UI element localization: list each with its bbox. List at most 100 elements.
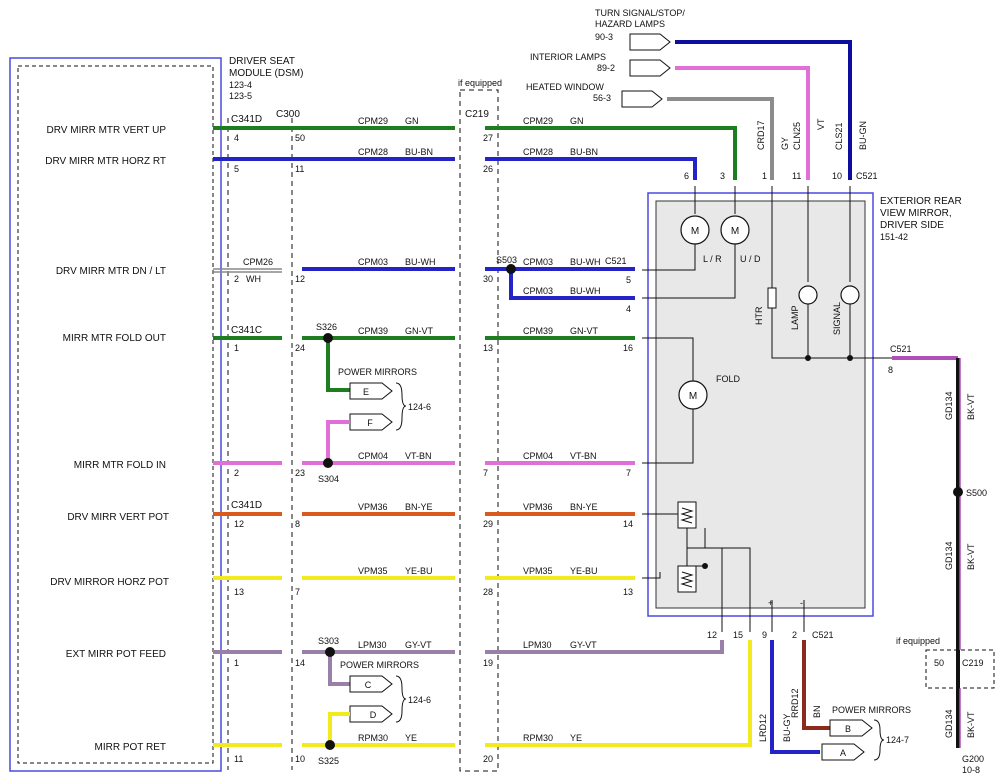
wire-cpm03-c: [509, 269, 635, 300]
wire-crd17: [667, 97, 774, 180]
crd17-code: CRD17: [756, 120, 766, 150]
cpm39-color-a: GN-VT: [405, 326, 434, 336]
pin-11: 11: [295, 164, 304, 174]
motor-ud-m: M: [731, 226, 739, 237]
cpm26-code: CPM26: [243, 257, 273, 267]
pin-13a: 13: [483, 343, 493, 353]
c341d-top-label: C341D: [231, 114, 262, 125]
vpm36-color-b: BN-YE: [570, 502, 598, 512]
dsm-pin-vert-up: DRV MIRR MTR VERT UP: [47, 125, 167, 136]
pin-5: 5: [234, 164, 239, 174]
ref-ab: 124-7: [886, 735, 909, 745]
connector-d: [349, 705, 393, 723]
fold-label: FOLD: [716, 374, 741, 384]
pin-13b: 13: [234, 587, 244, 597]
ground-node-b: [847, 355, 853, 361]
signal-bulb: [840, 285, 860, 305]
c219-if-equipped: if equipped: [896, 636, 940, 646]
crd17-color: GY: [780, 137, 790, 150]
dsm-module-box: [9, 57, 222, 772]
dsm-pin-dn-lt: DRV MIRR MTR DN / LT: [56, 266, 166, 277]
g200-ref: 10-8: [962, 765, 980, 775]
dsm-pin-vert-pot: DRV MIRR VERT POT: [67, 512, 169, 523]
connector-interior-lamps: [629, 59, 671, 77]
dsm-pin-horz-rt: DRV MIRR MTR HORZ RT: [45, 156, 166, 167]
gd134-color-a: BK-VT: [966, 393, 976, 420]
cpm28-color-a: BU-BN: [405, 147, 433, 157]
wire-cpm28-b: [485, 157, 697, 180]
htr-label: HTR: [754, 306, 764, 325]
mirror-pin-12: 12: [707, 630, 717, 640]
lpm30-color-a: GY-VT: [405, 640, 432, 650]
s500-label: S500: [966, 488, 987, 498]
connector-e: [349, 382, 393, 400]
wire-lpm30-branch: [328, 652, 350, 686]
cpm04-color-a: VT-BN: [405, 451, 432, 461]
vpm35-code-b: VPM35: [523, 566, 553, 576]
connector-f-letter: F: [367, 418, 373, 428]
wire-rrd12: [802, 640, 830, 730]
cpm29-code-a: CPM29: [358, 116, 388, 126]
mirror-pin-1: 1: [762, 171, 767, 181]
pin-23: 23: [295, 468, 305, 478]
heated-window-ref-2: 56-3: [593, 93, 611, 103]
lr-label: L / R: [703, 254, 722, 264]
fold-lead-bottom: [642, 409, 694, 464]
pot-horizontal-zigzag: [680, 571, 694, 588]
c341c-label: C341C: [231, 325, 262, 336]
vpm36-code-a: VPM36: [358, 502, 388, 512]
brace-cd: [395, 675, 407, 723]
cpm26-color: WH: [246, 274, 261, 284]
cpm28-code-b: CPM28: [523, 147, 553, 157]
pin-26: 26: [483, 164, 493, 174]
cpm04-code-a: CPM04: [358, 451, 388, 461]
ud-label: U / D: [740, 254, 761, 264]
minus-label: -: [800, 598, 803, 608]
gd134-color-b: BK-VT: [966, 543, 976, 570]
pot-return-line: [704, 528, 751, 632]
gd134-code-a: GD134: [944, 391, 954, 420]
connector-a-letter: A: [840, 748, 846, 758]
connector-d-letter: D: [370, 710, 377, 720]
connector-turn-signal: [629, 33, 671, 51]
c521-bottom-label: C521: [812, 630, 834, 640]
c219-ground-label: C219: [962, 658, 984, 668]
rpm30-color-b: YE: [570, 733, 582, 743]
wire-cpm39-branch: [326, 338, 350, 392]
rpm30-code-a: RPM30: [358, 733, 388, 743]
pin-7b: 7: [626, 468, 631, 478]
ref-ef: 124-6: [408, 402, 431, 412]
if-equipped-label: if equipped: [458, 78, 502, 88]
pin-5b: 5: [626, 275, 631, 285]
cpm29-color-a: GN: [405, 116, 419, 126]
connector-e-letter: E: [363, 387, 369, 397]
turn-signal-ref-1: TURN SIGNAL/STOP/: [595, 8, 685, 18]
vpm36-code-b: VPM36: [523, 502, 553, 512]
connector-c-letter: C: [365, 680, 372, 690]
gd134-code-c: GD134: [944, 709, 954, 738]
pin-24: 24: [295, 343, 305, 353]
pin-4: 4: [234, 133, 239, 143]
pin-7a: 7: [483, 468, 488, 478]
rpm30-color-a: YE: [405, 733, 417, 743]
wire-cpm04-branch: [326, 420, 350, 463]
cln25-color: VT: [816, 118, 826, 130]
rrd12-code: RRD12: [790, 688, 800, 718]
vpm35-color-a: YE-BU: [405, 566, 433, 576]
splice-s325: [325, 740, 335, 750]
rrd12-color: BN: [812, 705, 822, 718]
c521-top-label: C521: [856, 171, 878, 181]
mirror-pin-3: 3: [720, 171, 725, 181]
power-mirrors-ef: POWER MIRRORS: [338, 367, 417, 377]
pin-29: 29: [483, 519, 493, 529]
pin-11b: 11: [234, 754, 243, 764]
pin-8a: 8: [295, 519, 300, 529]
wire-cln25: [675, 66, 810, 180]
pin-12a: 12: [295, 274, 305, 284]
lrd12-color: BU-GY: [782, 713, 792, 742]
dsm-pin-pot-feed: EXT MIRR POT FEED: [66, 649, 166, 660]
splice-s500: [953, 487, 963, 497]
motor-common-b: [642, 244, 736, 299]
cpm28-color-b: BU-BN: [570, 147, 598, 157]
lpm30-code-b: LPM30: [523, 640, 552, 650]
